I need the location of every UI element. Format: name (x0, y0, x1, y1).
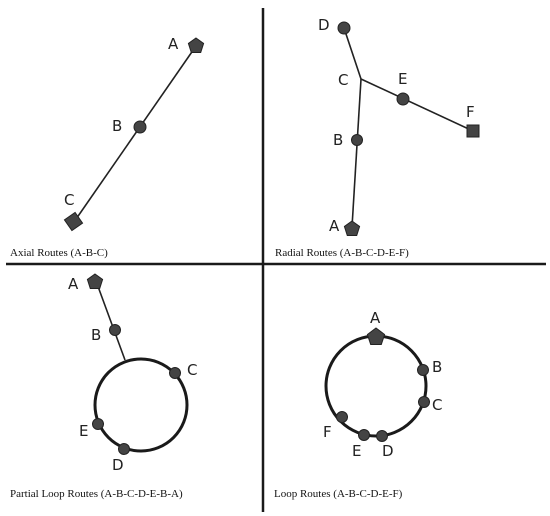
partial-loop-ring (93, 357, 189, 453)
partial-loop-node-b (109, 324, 121, 336)
axial-caption: Axial Routes (A-B-C) (10, 247, 108, 259)
radial-label-a: A (329, 217, 340, 235)
radial-node-a-pentagon (343, 220, 361, 236)
loop-label-a: A (370, 309, 381, 327)
axial-node-b (133, 120, 147, 134)
loop-node-d (376, 430, 388, 442)
partial-loop-label-a: A (68, 275, 79, 293)
partial-loop-caption: Partial Loop Routes (A-B-C-D-E-B-A) (10, 488, 183, 500)
loop-label-f: F (323, 423, 332, 441)
radial-label-e: E (398, 70, 407, 88)
radial-line-d-c (343, 27, 362, 80)
partial-loop-node-a-pentagon (86, 273, 104, 289)
radial-node-f-square (466, 124, 480, 138)
radial-caption: Radial Routes (A-B-C-D-E-F) (275, 247, 409, 259)
radial-node-e (396, 92, 410, 106)
radial-label-b: B (333, 131, 343, 149)
radial-label-c: C (338, 71, 348, 89)
panel-radial: D C E F B A Radial Routes (A-B-C-D-E-F) (275, 16, 480, 259)
axial-label-b: B (112, 117, 122, 135)
radial-node-b (351, 134, 363, 146)
loop-label-d: D (382, 442, 394, 460)
loop-node-a-pentagon (366, 327, 386, 345)
partial-loop-label-e: E (79, 422, 88, 440)
panel-axial: A B C Axial Routes (A-B-C) (10, 35, 205, 259)
axial-label-a: A (168, 35, 179, 53)
axial-node-c-square (63, 211, 84, 232)
loop-label-c: C (432, 396, 442, 414)
loop-label-b: B (432, 358, 442, 376)
loop-node-c (418, 396, 430, 408)
loop-label-e: E (352, 442, 361, 460)
loop-node-b (417, 364, 429, 376)
loop-caption: Loop Routes (A-B-C-D-E-F) (274, 488, 403, 500)
loop-node-f (336, 411, 348, 423)
loop-node-e (358, 429, 370, 441)
partial-loop-label-b: B (91, 326, 101, 344)
radial-line-c-f (360, 78, 474, 132)
partial-loop-label-c: C (187, 361, 197, 379)
panel-loop: A B C F E D Loop Routes (A-B-C-D-E-F) (274, 309, 442, 500)
axial-route-line (73, 45, 197, 223)
partial-loop-node-c (169, 367, 181, 379)
radial-line-c-a (351, 78, 362, 228)
axial-node-a-pentagon (187, 37, 205, 53)
partial-loop-label-d: D (112, 456, 124, 474)
panel-partial-loop: A B C E D Partial Loop Routes (A-B-C-D-E… (10, 273, 197, 500)
partial-loop-node-e (92, 418, 104, 430)
radial-node-d (337, 21, 351, 35)
axial-label-c: C (64, 191, 74, 209)
radial-label-d: D (318, 16, 330, 34)
partial-loop-node-d (118, 443, 130, 455)
radial-label-f: F (466, 103, 475, 121)
partial-loop-spur-line (95, 280, 126, 361)
